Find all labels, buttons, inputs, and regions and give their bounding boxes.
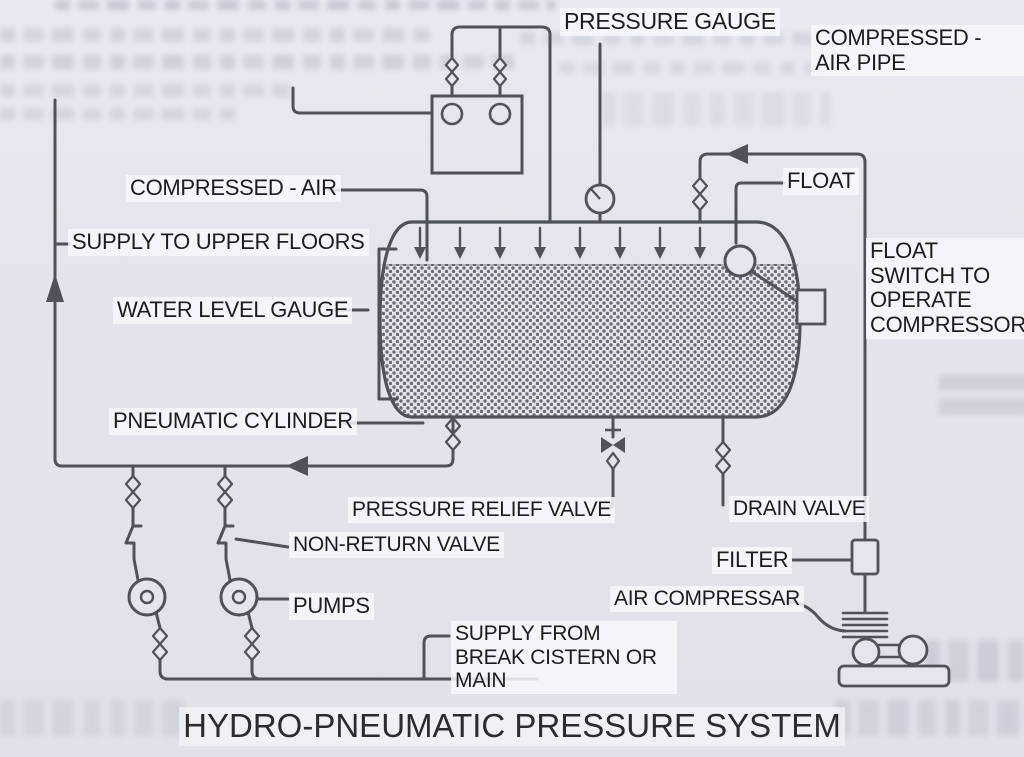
valve-top-unit-left [444, 56, 460, 88]
label-float-switch: FLOAT SWITCH TO OPERATE COMPRESSOR [866, 238, 1024, 339]
float-ball [723, 244, 757, 278]
piping [53, 25, 903, 681]
compressor-coupling [876, 643, 903, 659]
pump1-hub [139, 589, 155, 605]
compressor-base [837, 664, 951, 688]
pressure-gauge-needle [590, 188, 601, 200]
label-supply-to-upper-floors: SUPPLY TO UPPER FLOORS [68, 229, 369, 256]
valve-pump2-top [216, 474, 234, 510]
label-compressed-air-pipe: COMPRESSED - AIR PIPE [811, 25, 1024, 77]
label-pneumatic-cylinder: PNEUMATIC CYLINDER [109, 408, 357, 435]
air-intake-pipe [291, 86, 434, 115]
label-compressed-air: COMPRESSED - AIR [126, 175, 341, 202]
valve-top-unit-right [492, 56, 508, 88]
top-unit-port-right [488, 102, 512, 126]
label-float: FLOAT [783, 168, 859, 195]
relief-valve-lower-diamond [605, 451, 621, 471]
label-pumps: PUMPS [289, 593, 374, 620]
pump2-branch [216, 464, 262, 681]
pump1-branch [124, 464, 170, 681]
valve-pump1-bottom [151, 626, 169, 662]
valve-pump2-bottom [243, 626, 261, 662]
valves [124, 56, 732, 662]
filter-body [850, 538, 880, 576]
equipment [127, 94, 951, 688]
air-arrow-stems [418, 226, 702, 248]
compressor-fins [841, 611, 889, 639]
pneumatic-cylinder-tank [378, 220, 802, 419]
valve-pump1-top [124, 474, 142, 510]
left-flow-arrow-main [286, 456, 308, 476]
left-flow-arrow-air [726, 144, 748, 164]
top-unit-piping [450, 25, 552, 224]
compressor-cylinder-right [897, 634, 929, 666]
label-drain-valve: DRAIN VALVE [729, 496, 870, 522]
valve-air-inlet [691, 176, 709, 212]
float-switch-housing [795, 288, 827, 326]
flow-arrows [46, 144, 748, 476]
pressure-relief-valve-symbol [601, 428, 625, 453]
label-supply-from-break-cistern: SUPPLY FROM BREAK CISTERN OR MAIN [451, 621, 677, 694]
supply-break-leader [422, 634, 451, 679]
non-return-valve-leader [234, 537, 290, 549]
compressor-cylinder-left [851, 637, 881, 667]
label-water-level-gauge: WATER LEVEL GAUGE [113, 297, 353, 324]
float-leader [734, 181, 786, 245]
label-filter: FILTER [712, 547, 793, 574]
top-unit-port-left [440, 102, 464, 126]
label-non-return-valve: NON-RETURN VALVE [289, 532, 504, 558]
compressed-air-inlet [327, 188, 429, 262]
drain-valve-symbol [714, 440, 732, 476]
label-air-compressor: AIR COMPRESSAR [610, 586, 804, 612]
pump2-hub [231, 589, 247, 605]
float-arm [749, 269, 800, 304]
label-pressure-gauge: PRESSURE GAUGE [560, 8, 780, 36]
diagram-title: HYDRO-PNEUMATIC PRESSURE SYSTEM [179, 707, 845, 746]
supply-riser-pipe [53, 98, 455, 468]
compressed-air-pipe-run [698, 152, 867, 542]
water-level-gauge-pipe [377, 247, 399, 401]
label-pressure-relief-valve: PRESSURE RELIEF VALVE [348, 497, 616, 523]
up-flow-arrow [46, 274, 64, 302]
